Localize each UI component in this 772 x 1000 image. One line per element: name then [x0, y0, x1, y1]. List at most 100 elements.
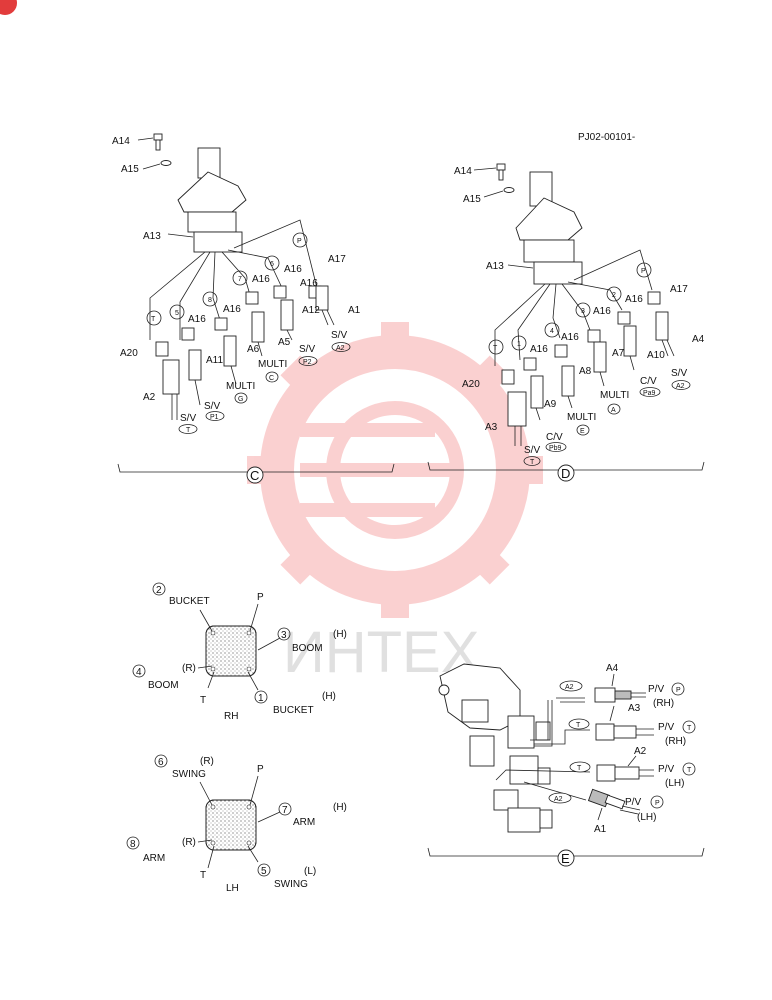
pilot-valve-icon [177, 147, 247, 253]
c-part-a12: A12 [302, 305, 320, 316]
d-sv-a2: S/V [671, 368, 687, 379]
d-multi-a: MULTI [600, 390, 629, 401]
c-p2: P2 [303, 359, 312, 366]
d-part-a17: A17 [670, 284, 688, 295]
e-part-a1: A1 [594, 824, 607, 835]
rh-caption: RH [224, 711, 238, 722]
fitting-icon [501, 291, 669, 427]
d-port-1: 1 [517, 341, 521, 348]
c-sv-p2: S/V [299, 344, 315, 355]
c-port-t: T [151, 316, 156, 323]
c-part-a11: A11 [206, 355, 223, 366]
lh-arm-left: ARM [143, 853, 165, 864]
d-port-3: 3 [581, 308, 585, 315]
d-part-a16-1: A16 [530, 344, 548, 355]
pilot-pump-block-icon [438, 663, 553, 833]
e-side-2: (RH) [665, 736, 686, 747]
corner-badge-icon [0, 0, 17, 15]
e-pv-2: P/V [658, 722, 674, 733]
d-multi-e: MULTI [567, 412, 596, 423]
lh-swing-bottom: SWING [274, 879, 308, 890]
d-sv-t: S/V [524, 445, 540, 456]
c-port-6: 6 [270, 261, 274, 268]
drawing-number: PJ02-00101- [578, 132, 635, 143]
lh-r-top: (R) [200, 756, 214, 767]
lh-num-swing-bottom: 5 [261, 866, 267, 877]
section-d-label: D [561, 466, 570, 481]
c-g: G [238, 396, 243, 403]
c-part-a1: A1 [348, 305, 361, 316]
lh-pattern [197, 775, 281, 869]
lh-l-bottom: (L) [304, 866, 316, 877]
c-part-a14: A14 [112, 136, 130, 147]
c-part-a16-2: A16 [223, 304, 241, 315]
d-cv-pb9: C/V [546, 432, 563, 443]
d-a2: A2 [676, 383, 685, 390]
e-tag-2: T [576, 722, 581, 729]
e-port-1: P [676, 687, 681, 694]
d-part-a20: A20 [462, 379, 480, 390]
d-port-p: P [641, 268, 646, 275]
e-port-2: T [687, 725, 692, 732]
lh-t: T [200, 870, 206, 881]
e-port-3: T [687, 767, 692, 774]
rh-bucket-bottom: BUCKET [273, 705, 314, 716]
lh-p: P [257, 764, 264, 775]
e-pv-1: P/V [648, 684, 664, 695]
rh-pattern [197, 603, 281, 691]
c-port-7: 7 [238, 276, 242, 283]
c-a2: A2 [336, 345, 345, 352]
d-port-t: T [493, 345, 498, 352]
rh-num-boom-right: 3 [281, 630, 287, 641]
lh-r-left: (R) [182, 837, 196, 848]
e-tag-1: A2 [565, 684, 574, 691]
lh-swing-top: SWING [172, 769, 206, 780]
lh-h-right: (H) [333, 802, 347, 813]
c-part-a16-3: A16 [252, 274, 270, 285]
fitting-icon [155, 285, 329, 395]
e-tag-3: T [577, 765, 582, 772]
rh-r: (R) [182, 663, 196, 674]
c-port-p: P [297, 238, 302, 245]
rh-num-boom-left: 4 [136, 667, 142, 678]
d-part-a3: A3 [485, 422, 498, 433]
d-e: E [580, 428, 585, 435]
d-part-a8: A8 [579, 366, 592, 377]
section-c-label: C [250, 468, 259, 483]
section-e-label: E [561, 851, 570, 866]
hose-fitting-icon [587, 687, 640, 810]
c-multi-c: MULTI [258, 359, 287, 370]
c-part-a15: A15 [121, 164, 139, 175]
c-port-5: 5 [175, 310, 179, 317]
d-part-a10: A10 [647, 350, 665, 361]
view-e [438, 663, 654, 833]
d-part-a16-4: A16 [625, 294, 643, 305]
c-c: C [269, 375, 274, 382]
pilot-valve-icon [515, 171, 583, 285]
lh-caption: LH [226, 883, 239, 894]
rh-t: T [200, 695, 206, 706]
d-part-a14: A14 [454, 166, 472, 177]
rh-h-right: (H) [333, 629, 347, 640]
e-pv-3: P/V [658, 764, 674, 775]
c-part-a16-1: A16 [188, 314, 206, 325]
d-pa9: Pa9 [643, 390, 656, 397]
rh-h-bottom: (H) [322, 691, 336, 702]
c-port-circles [146, 232, 308, 326]
e-side-3: (LH) [665, 778, 684, 789]
c-multi-g: MULTI [226, 381, 255, 392]
e-tag-4: A2 [554, 796, 563, 803]
d-part-a15: A15 [463, 194, 481, 205]
d-part-a7: A7 [612, 348, 625, 359]
d-part-a9: A9 [544, 399, 557, 410]
e-part-a4: A4 [606, 663, 619, 674]
d-port-circles [488, 262, 652, 355]
c-sv-t: S/V [180, 413, 196, 424]
c-part-a5: A5 [278, 337, 291, 348]
e-pv-4: P/V [625, 797, 641, 808]
c-port-8: 8 [208, 297, 212, 304]
rh-boom-right: BOOM [292, 643, 323, 654]
view-c [137, 133, 335, 420]
e-port-4: P [655, 800, 660, 807]
